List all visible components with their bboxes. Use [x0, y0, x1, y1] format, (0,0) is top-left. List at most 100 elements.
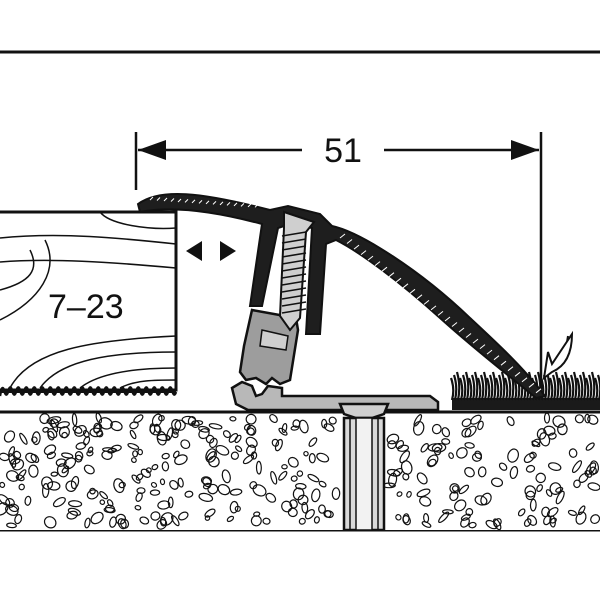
pebble: [419, 496, 432, 507]
pebble: [46, 481, 61, 491]
pebble: [262, 517, 271, 525]
pebble: [41, 483, 50, 498]
carpet-fiber: [476, 377, 482, 401]
pebble: [58, 426, 70, 439]
pebble: [226, 515, 235, 523]
pebble: [525, 464, 536, 473]
pebble: [527, 514, 538, 526]
dimension-arrow-left: [138, 140, 166, 160]
pebble: [428, 458, 437, 467]
pebble: [109, 516, 117, 528]
pebble: [24, 495, 32, 506]
pebble: [531, 440, 541, 448]
pebble: [278, 427, 288, 436]
pebble: [150, 481, 158, 488]
pebble: [172, 450, 180, 459]
pebble: [316, 452, 330, 463]
pebble: [131, 474, 141, 484]
pebble: [8, 453, 17, 468]
pebble: [15, 474, 25, 482]
pebble: [50, 471, 59, 477]
pebble: [229, 416, 237, 422]
pebble: [134, 504, 142, 511]
pebble: [303, 450, 309, 457]
pebble: [139, 516, 150, 525]
pebble: [573, 479, 581, 489]
pebble: [584, 470, 593, 478]
screw-thread: [281, 294, 307, 300]
pebble: [150, 511, 161, 521]
pebble: [318, 480, 327, 488]
pebble: [271, 438, 280, 447]
pebble: [129, 429, 137, 440]
pebble: [52, 496, 66, 508]
pebble: [525, 490, 536, 501]
pebble: [477, 420, 484, 431]
pebble: [19, 432, 28, 445]
pebble: [160, 512, 174, 526]
pebble: [265, 492, 277, 503]
carpet-fiber: [488, 374, 494, 401]
carpet-fiber: [470, 374, 476, 401]
pebble: [420, 443, 429, 453]
pebble: [86, 450, 94, 457]
pebble: [549, 482, 562, 495]
pebble: [46, 416, 62, 425]
pebble: [416, 472, 428, 485]
carpet-fiber: [494, 377, 500, 401]
pebble: [31, 436, 38, 443]
carpet-fiber: [479, 374, 485, 401]
clip-screw: [278, 210, 316, 332]
pebble: [43, 516, 57, 529]
pebble: [396, 491, 403, 497]
carpet-fiber: [491, 371, 497, 401]
pebble: [43, 444, 57, 456]
pebble: [177, 477, 184, 488]
pebble: [465, 508, 474, 516]
pebble: [198, 492, 214, 502]
pebble: [209, 437, 218, 449]
screw-thread: [281, 287, 307, 293]
pebble: [242, 454, 255, 465]
base-rail: [230, 380, 440, 412]
pebble: [507, 448, 519, 463]
pebble: [274, 438, 283, 452]
pebble: [308, 437, 318, 447]
pebble: [191, 420, 204, 426]
pebble: [84, 517, 91, 529]
pebble: [229, 500, 239, 514]
pebble: [0, 494, 11, 506]
transition-profile: [136, 192, 547, 400]
pebble: [395, 514, 402, 521]
carpet-fiber: [572, 371, 578, 401]
pebble: [246, 427, 255, 436]
carpet-fiber: [500, 371, 506, 401]
pebble: [287, 456, 299, 468]
pebble: [461, 418, 472, 428]
pebble: [323, 510, 332, 518]
pebble: [399, 450, 411, 464]
pebble: [93, 423, 103, 433]
carpet-fiber: [596, 374, 600, 401]
pebble: [198, 428, 210, 440]
carpet-fiber: [557, 377, 563, 401]
pebble: [72, 425, 83, 434]
pebble: [5, 504, 19, 516]
pebble: [468, 521, 477, 529]
pebble: [253, 511, 261, 517]
carpet-fiber: [506, 374, 512, 401]
screw-thread: [281, 266, 307, 272]
pebble: [270, 470, 278, 485]
pebble: [431, 423, 442, 435]
pebble: [555, 490, 565, 505]
pebble: [90, 511, 104, 525]
pebble: [535, 472, 546, 484]
pebble: [575, 511, 587, 525]
pebble: [3, 430, 16, 443]
pebble: [477, 466, 487, 478]
pebble: [493, 518, 502, 528]
pebble: [145, 467, 152, 474]
pebble: [574, 414, 585, 424]
pebble: [158, 414, 165, 422]
